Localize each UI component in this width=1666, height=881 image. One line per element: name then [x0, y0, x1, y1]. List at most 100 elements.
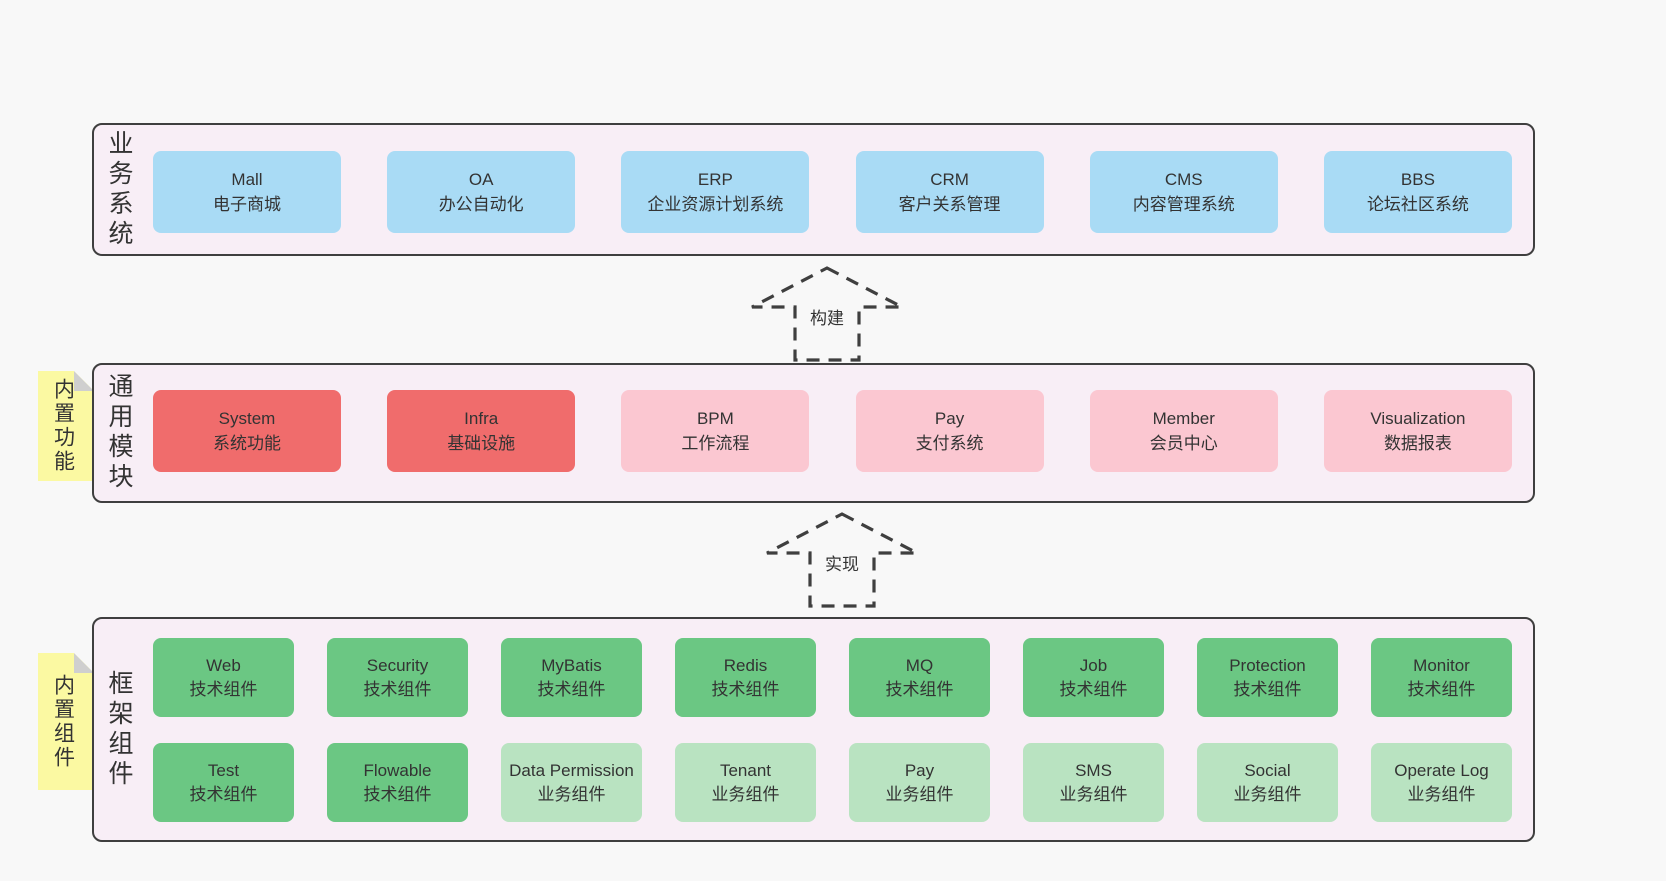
box-name: Pay [904, 760, 935, 780]
band-label: 通用模块 [105, 373, 133, 493]
diagram-box-erp: ERP 企业资源计划系统 [621, 151, 810, 233]
diagram-box-bpm: BPM 工作流程 [621, 390, 810, 472]
diagram-box-pay: Pay 业务组件 [849, 743, 990, 822]
box-subtitle: 企业资源计划系统 [647, 195, 784, 214]
box-subtitle: 业务组件 [885, 784, 954, 804]
box-name: Protection [1229, 655, 1306, 675]
dashed-up-arrow-icon [766, 512, 918, 608]
box-name: Web [206, 655, 241, 675]
box-name: Test [207, 760, 240, 780]
arrow-label: 构建 [807, 304, 847, 329]
box-name: Mall [231, 170, 263, 189]
box-name: OA [468, 170, 494, 189]
dashed-up-arrow-icon [751, 266, 903, 362]
box-name: Tenant [719, 760, 772, 780]
box-subtitle: 电子商城 [213, 195, 281, 214]
box-name: Monitor [1413, 655, 1470, 675]
box-subtitle: 技术组件 [189, 679, 258, 699]
box-subtitle: 技术组件 [1059, 679, 1128, 699]
box-name: Data Permission [509, 760, 634, 780]
box-name: ERP [697, 170, 733, 189]
box-name: Visualization [1370, 409, 1466, 428]
box-subtitle: 客户关系管理 [898, 195, 1001, 214]
sticky-note-text: 内置功能 [51, 378, 75, 474]
diagram-box-mq: MQ 技术组件 [849, 638, 990, 717]
diagram-box-test: Test 技术组件 [153, 743, 294, 822]
box-subtitle: 技术组件 [711, 679, 780, 699]
sticky-note-text: 内置组件 [51, 673, 75, 770]
box-subtitle: 技术组件 [537, 679, 606, 699]
box-subtitle: 技术组件 [1407, 679, 1476, 699]
sticky-note-builtin-components: 内置组件 [38, 653, 94, 790]
box-subtitle: 数据报表 [1383, 434, 1452, 453]
diagram-box-protection: Protection 技术组件 [1197, 638, 1338, 717]
box-name: MyBatis [541, 655, 602, 675]
arrow-build: 构建 [748, 264, 906, 364]
diagram-box-security: Security 技术组件 [327, 638, 468, 717]
box-subtitle: 技术组件 [1233, 679, 1302, 699]
diagram-box-operate-log: Operate Log 业务组件 [1371, 743, 1512, 822]
box-name: Job [1079, 655, 1108, 675]
band-label: 业务系统 [105, 129, 133, 250]
diagram-box-mall: Mall 电子商城 [153, 151, 341, 233]
box-name: Pay [934, 409, 965, 428]
folded-corner [74, 371, 94, 391]
box-name: MQ [905, 655, 934, 675]
sticky-note-builtin-features: 内置功能 [38, 371, 94, 481]
diagram-box-cms: CMS 内容管理系统 [1089, 151, 1278, 233]
box-name: SMS [1075, 760, 1112, 780]
diagram-box-redis: Redis 技术组件 [675, 638, 816, 717]
box-subtitle: 工作流程 [681, 434, 750, 453]
box-subtitle: 系统功能 [213, 434, 281, 453]
diagram-box-visualization: Visualization 数据报表 [1323, 390, 1512, 472]
diagram-box-job: Job 技术组件 [1023, 638, 1164, 717]
box-subtitle: 业务组件 [711, 784, 780, 804]
box-subtitle: 技术组件 [363, 679, 432, 699]
box-subtitle: 办公自动化 [438, 195, 524, 214]
box-subtitle: 内容管理系统 [1132, 195, 1235, 214]
diagram-box-system: System 系统功能 [153, 390, 341, 472]
box-name: BBS [1400, 170, 1435, 189]
box-name: Security [366, 655, 429, 675]
box-name: BPM [696, 409, 734, 428]
diagram-box-member: Member 会员中心 [1089, 390, 1278, 472]
box-subtitle: 技术组件 [885, 679, 954, 699]
box-subtitle: 业务组件 [1407, 784, 1476, 804]
box-name: System [218, 409, 276, 428]
band-label: 框架组件 [105, 669, 133, 790]
box-name: Infra [464, 409, 499, 428]
box-subtitle: 技术组件 [189, 784, 258, 804]
box-name: Member [1152, 409, 1215, 428]
diagram-box-monitor: Monitor 技术组件 [1371, 638, 1512, 717]
box-name: Redis [723, 655, 768, 675]
box-name: Social [1244, 760, 1291, 780]
diagram-box-tenant: Tenant 业务组件 [675, 743, 816, 822]
box-name: CMS [1164, 170, 1203, 189]
arrow-implement: 实现 [763, 510, 921, 610]
arrow-label: 实现 [822, 550, 862, 575]
diagram-box-web: Web 技术组件 [153, 638, 294, 717]
folded-corner [74, 653, 94, 673]
box-subtitle: 基础设施 [447, 434, 516, 453]
box-name: Operate Log [1394, 760, 1489, 780]
box-subtitle: 业务组件 [1233, 784, 1302, 804]
diagram-box-infra: Infra 基础设施 [387, 390, 576, 472]
diagram-box-mybatis: MyBatis 技术组件 [501, 638, 642, 717]
box-subtitle: 技术组件 [363, 784, 432, 804]
box-subtitle: 会员中心 [1149, 434, 1218, 453]
